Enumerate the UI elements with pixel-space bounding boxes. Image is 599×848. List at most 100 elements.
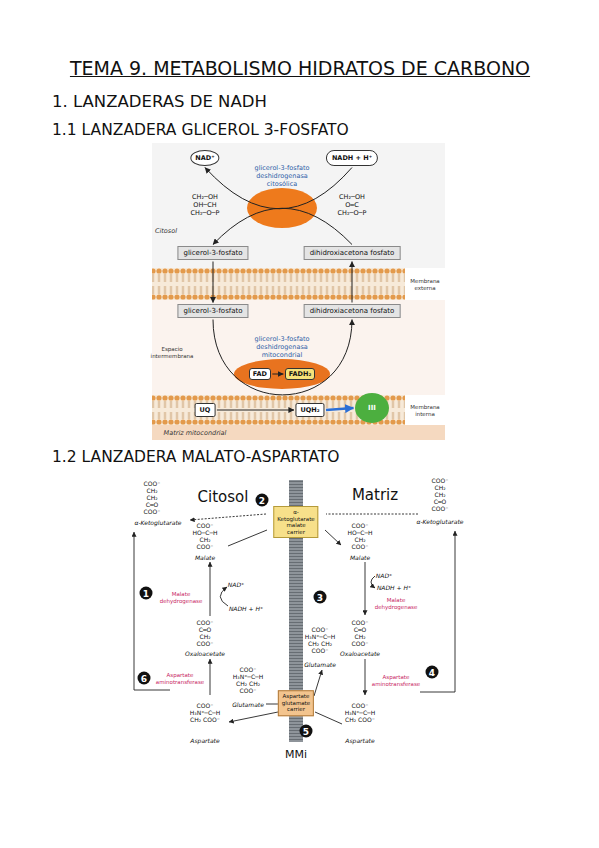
outer-membrane: [152, 268, 405, 300]
reaction-arrow: [365, 659, 366, 695]
region-label: Matriz mitocondrial: [164, 429, 227, 437]
reaction-arrow: [210, 562, 211, 616]
callout-number: 1: [140, 587, 153, 600]
molecule-name: α-Ketoglutarate: [416, 518, 463, 525]
metabolite-box: glicerol-3-fosfato: [177, 304, 248, 318]
structural-formula: COO⁻ H₃N⁺─C─H CH₂ COO⁻: [190, 702, 221, 723]
molecule-name: NADH + H⁺: [377, 584, 411, 591]
intermembrane-ground: [152, 300, 445, 395]
node-text: FADH₂: [289, 370, 311, 378]
structural-formula: COO⁻ HO─C─H CH₂ COO⁻: [347, 522, 372, 550]
enzyme-ellipse: glicerol-3-fosfato deshidrogenasa citosó…: [240, 164, 324, 228]
enzyme-name: Malate dehydrogenase: [160, 591, 203, 604]
compartment-label: Matriz: [352, 486, 398, 504]
molecule-name: Aspartate: [190, 737, 219, 744]
molecule-name: NADH + H⁺: [229, 605, 263, 612]
enzyme-body: FAD FADH₂: [234, 359, 330, 389]
node-text: dihidroxiacetona fosfato: [310, 307, 395, 315]
connector-arrow: [352, 262, 353, 303]
molecule-name: Glutamate: [304, 661, 336, 668]
metabolite-box: glicerol-3-fosfato: [177, 246, 248, 260]
connector-arrow: [217, 410, 294, 411]
molecule-name: Oxaloacetate: [340, 650, 380, 657]
node-text: NADH + H⁺: [332, 154, 372, 162]
connector-arrow: [213, 262, 214, 303]
enzyme-ellipse: glicerol-3-fosfato deshidrogenasa mitoco…: [234, 335, 330, 389]
reaction-arrow: [365, 562, 366, 615]
cofactor-arrow: [220, 587, 228, 606]
connector-arrow: [213, 208, 352, 244]
compartment-label: Citosol: [198, 488, 249, 506]
node-text: glicerol-3-fosfato: [183, 249, 242, 257]
node-text: UQH₂: [300, 406, 319, 414]
structural-formula: COO⁻ CH₂ CH₂ C═O COO⁻: [432, 477, 449, 512]
molecule-name: NAD⁺: [228, 581, 244, 588]
structural-formula: CH₂─OH OH─CH CH₂─O─P: [191, 193, 220, 217]
enzyme-ellipse-shape: [234, 359, 330, 389]
subsection-heading: 1.2 LANZADERA MALATO-ASPARTATO: [52, 448, 339, 466]
reaction-arrow: [210, 659, 211, 695]
enzyme-name: Aspartate aminotransferase: [156, 672, 204, 685]
node-text: FAD: [253, 370, 267, 378]
structural-formula: CH₂─OH O═C CH₂─O─P: [338, 193, 367, 217]
transport-line: [326, 514, 418, 515]
enzyme-name: Aspartate aminotransferase: [372, 674, 420, 687]
callout-number: 3: [314, 591, 327, 604]
region-label: Citosol: [155, 227, 177, 235]
node-text: III: [368, 404, 376, 412]
structural-formula: COO⁻ H₃N⁺─C─H CH₂ COO⁻: [345, 702, 376, 723]
transport-line: [266, 704, 278, 705]
cytosol-ground: [152, 143, 445, 268]
transport-line: [228, 530, 267, 546]
section-heading: 1. LANZADERAS DE NADH: [52, 92, 267, 111]
molecule-name: Oxaloacetate: [185, 650, 225, 657]
node-text: Aspartate glutamate carrier: [282, 693, 310, 713]
molecule-name: Malate: [195, 554, 215, 561]
structural-formula: COO⁻ H₃N⁺─C─H CH₂ CH₂ COO⁻: [233, 666, 264, 694]
loop-line: [420, 531, 455, 692]
node-text: α-Ketoglutarate malate carrier: [277, 509, 314, 535]
connector-arrow: [326, 408, 354, 410]
callout-number: 4: [426, 666, 439, 679]
page-title: TEMA 9. METABOLISMO HIDRATOS DE CARBONO: [70, 57, 530, 79]
transport-line: [325, 530, 341, 545]
node-text: glicerol-3-fosfato deshidrogenasa citosó…: [240, 164, 324, 188]
carrier-box: α-Ketoglutarate malate carrier: [273, 506, 318, 538]
membrane-label: Membrana externa: [410, 278, 439, 291]
loop-line: [134, 532, 170, 690]
connector-arrow: [272, 374, 283, 375]
node-text: UQ: [200, 406, 211, 414]
transport-line: [315, 712, 342, 724]
membrane-label: Membrana interna: [410, 404, 439, 417]
node-text: NAD⁺: [195, 154, 214, 162]
transport-line: [229, 712, 278, 722]
node-text: glicerol-3-fosfato deshidrogenasa mitoco…: [240, 335, 324, 359]
cofactor-box: NADH + H⁺: [326, 150, 378, 166]
transport-line: [190, 514, 266, 520]
molecule-name: α-Ketoglutarate: [134, 519, 181, 526]
matrix-ground: [152, 425, 445, 440]
membrane-label: MMi: [285, 748, 307, 761]
ubiquinone-box: UQ: [195, 403, 216, 417]
structural-formula: COO⁻ CH₂ CH₂ C═O COO⁻: [144, 480, 161, 515]
molecule-name: NAD⁺: [376, 572, 392, 579]
metabolite-box: dihidroxiacetona fosfato: [304, 246, 401, 260]
structural-formula: COO⁻ HO─C─H CH₂ COO⁻: [192, 522, 217, 550]
node-text: dihidroxiacetona fosfato: [310, 249, 395, 257]
enzyme-name: Malate dehydrogenase: [375, 597, 418, 610]
carrier-box: Aspartate glutamate carrier: [278, 690, 314, 716]
molecule-name: Aspartate: [345, 737, 374, 744]
reaction-arrows: [134, 514, 455, 724]
molecule-name: Malate: [350, 554, 370, 561]
cofactor-box: FADH₂: [285, 368, 315, 380]
transport-line: [314, 670, 322, 696]
ubiquinol-box: UQH₂: [295, 403, 324, 417]
structural-formula: COO⁻ H₃N⁺─C─H CH₂ CH₂ COO⁻: [305, 626, 336, 654]
cofactor-box: FAD: [249, 368, 271, 380]
callout-number: 6: [138, 672, 151, 685]
metabolite-box: dihidroxiacetona fosfato: [304, 304, 401, 318]
cofactor-arrow: [371, 576, 375, 588]
molecule-name: Glutamate: [232, 701, 264, 708]
subsection-heading: 1.1 LANZADERA GLICEROL 3-FOSFATO: [52, 121, 349, 139]
